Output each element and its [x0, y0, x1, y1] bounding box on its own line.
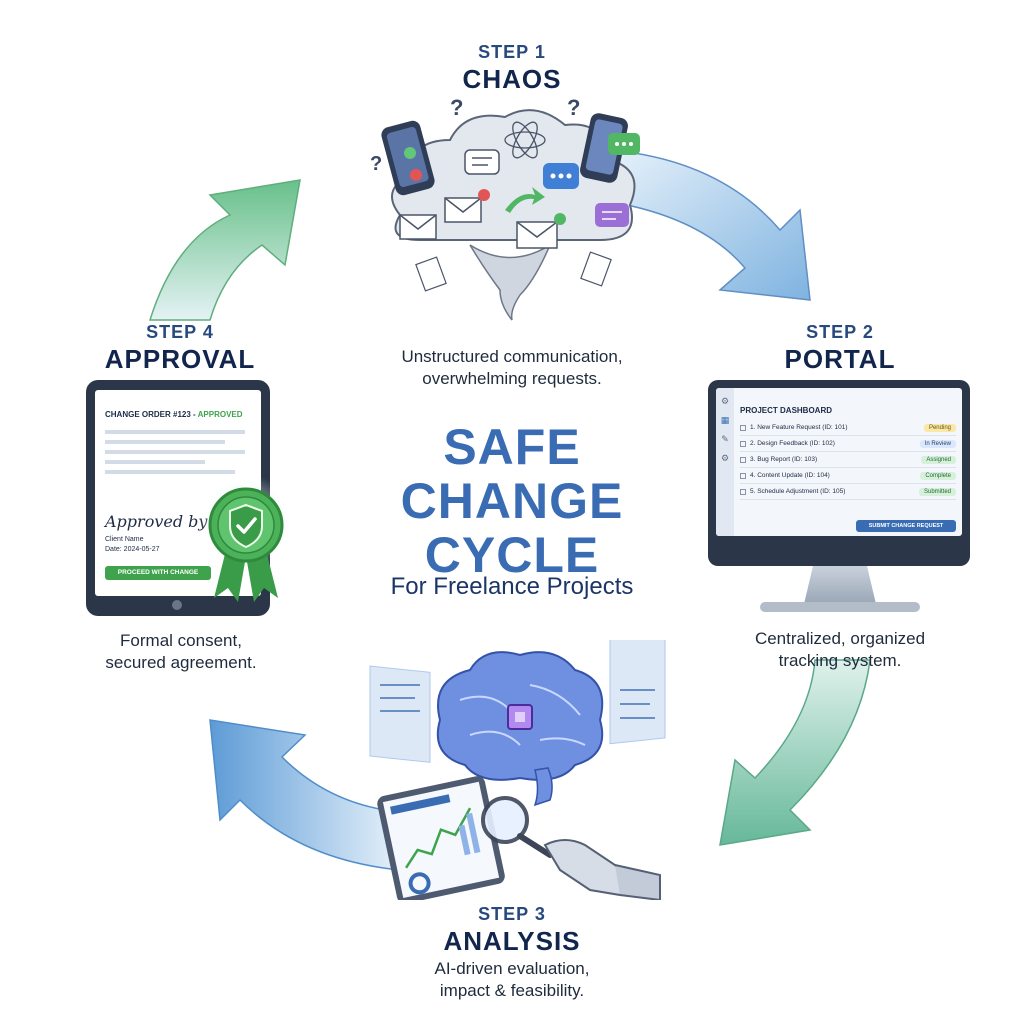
chat-bubble-icon — [608, 133, 640, 155]
client-name: Client Name — [105, 536, 144, 543]
envelope-icon — [444, 189, 490, 223]
question-mark-icon: ? — [567, 95, 580, 120]
checkbox[interactable] — [740, 488, 746, 495]
cycle-title-line2: CHANGE — [400, 473, 624, 529]
table-row[interactable]: 2. Design Feedback (ID: 102) In Review — [740, 436, 956, 452]
request-label: 5. Schedule Adjustment (ID: 105) — [750, 488, 846, 495]
cycle-title-line1: SAFE — [443, 419, 581, 475]
step2-desc-line1: Centralized, organized — [754, 629, 926, 648]
portal-screen: ⚙ ▦ ✎ ⚙ PROJECT DASHBOARD 1. New Feature… — [716, 388, 962, 536]
checkbox[interactable] — [740, 440, 746, 447]
step2-title: PORTAL — [784, 344, 896, 374]
step1-title: CHAOS — [462, 64, 562, 94]
step2-desc-line2: tracking system. — [778, 651, 902, 670]
request-label: 3. Bug Report (ID: 103) — [750, 456, 818, 463]
chat-bubble-icon — [595, 203, 629, 227]
chat-bubble-icon — [464, 149, 500, 175]
table-row[interactable]: 4. Content Update (ID: 104) Complete — [740, 468, 956, 484]
ribbon-left — [214, 550, 246, 602]
shield-icon — [229, 503, 263, 549]
home-button[interactable] — [172, 600, 182, 610]
step3-title: ANALYSIS — [443, 926, 581, 956]
step4-desc-line1: Formal consent, — [120, 631, 242, 650]
step4-desc-line2: secured agreement. — [105, 653, 257, 672]
portal-sidebar: ⚙ ▦ ✎ ⚙ — [716, 388, 734, 536]
question-mark-icon: ? — [370, 153, 382, 175]
monitor-stand — [804, 566, 876, 604]
chaos-illustration: ? ? ? — [370, 95, 640, 321]
arrow-portal-to-analysis — [719, 659, 871, 846]
step1-desc-line1: Unstructured communication, — [401, 347, 623, 366]
step1-desc-line2: overwhelming requests. — [422, 369, 602, 388]
report-tablet — [377, 776, 505, 900]
envelope-icon — [399, 214, 437, 240]
monitor: ⚙ ▦ ✎ ⚙ PROJECT DASHBOARD 1. New Feature… — [708, 380, 970, 566]
status-badge: Assigned — [921, 455, 956, 464]
phone-icon-left — [381, 120, 435, 196]
table-row[interactable]: 5. Schedule Adjustment (ID: 105) Submitt… — [740, 484, 956, 500]
checkbox[interactable] — [740, 424, 746, 431]
approved-status: APPROVED — [197, 410, 243, 419]
approval-date: Date: 2024-05-27 — [105, 546, 160, 553]
robot-hand-icon — [543, 839, 625, 897]
magnifier-icon — [481, 796, 529, 844]
paper-icon — [580, 251, 612, 287]
analysis-illustration — [369, 640, 666, 900]
signature: Approved by: — [105, 512, 213, 531]
change-order-header: CHANGE ORDER #123 - APPROVED — [105, 410, 243, 419]
step4-title: APPROVAL — [104, 344, 256, 374]
arrow-analysis-to-approval — [209, 719, 401, 871]
approval-seal — [198, 474, 294, 602]
hologram-panel-left — [369, 665, 431, 763]
edit-icon[interactable]: ✎ — [721, 434, 729, 444]
text-line — [105, 450, 245, 454]
proceed-with-change-button[interactable]: PROCEED WITH CHANGE — [105, 566, 211, 580]
step2-number: STEP 2 — [806, 322, 874, 342]
monitor-base — [760, 602, 920, 612]
status-badge: In Review — [919, 439, 956, 448]
step1-number: STEP 1 — [478, 42, 546, 62]
gear-icon[interactable]: ⚙ — [720, 453, 730, 463]
table-row[interactable]: 3. Bug Report (ID: 103) Assigned — [740, 452, 956, 468]
chat-bubble-icon — [543, 163, 579, 189]
status-badge: Submitted — [918, 487, 956, 496]
grid-icon[interactable]: ▦ — [720, 415, 730, 425]
checkbox[interactable] — [740, 456, 746, 463]
checkbox[interactable] — [740, 472, 746, 479]
status-badge: Complete — [920, 471, 956, 480]
dashboard-list: 1. New Feature Request (ID: 101) Pending… — [740, 420, 956, 500]
cycle-title-line3: CYCLE — [424, 527, 600, 583]
text-line — [105, 430, 245, 434]
dashboard-title: PROJECT DASHBOARD — [740, 406, 833, 415]
text-line — [105, 470, 235, 474]
arrow-chaos-to-portal — [599, 149, 811, 301]
settings-icon[interactable]: ⚙ — [720, 396, 730, 406]
paper-icon — [415, 256, 447, 292]
text-line — [105, 440, 225, 444]
request-label: 1. New Feature Request (ID: 101) — [750, 424, 848, 431]
hologram-panel-right — [609, 640, 666, 745]
text-line — [105, 460, 205, 464]
atom-icon — [504, 121, 546, 159]
status-badge: Pending — [923, 423, 956, 432]
step4-number: STEP 4 — [146, 322, 214, 342]
step3-number: STEP 3 — [478, 904, 546, 924]
arrow-approval-to-chaos — [148, 179, 301, 321]
request-label: 2. Design Feedback (ID: 102) — [750, 440, 835, 447]
envelope-icon — [516, 213, 566, 249]
checkmark-icon — [236, 517, 257, 534]
forward-arrow-icon — [505, 187, 545, 213]
cycle-subtitle: For Freelance Projects — [390, 573, 634, 600]
step3-desc-line1: AI-driven evaluation, — [434, 959, 590, 978]
table-row[interactable]: 1. New Feature Request (ID: 101) Pending — [740, 420, 956, 436]
question-mark-icon: ? — [450, 95, 463, 120]
submit-change-request-button[interactable]: SUBMIT CHANGE REQUEST — [856, 520, 956, 532]
ribbon-right — [246, 550, 278, 602]
change-order-number: CHANGE ORDER #123 - — [105, 410, 198, 419]
request-label: 4. Content Update (ID: 104) — [750, 472, 830, 479]
step3-desc-line2: impact & feasibility. — [439, 981, 585, 1000]
tornado — [469, 243, 552, 321]
